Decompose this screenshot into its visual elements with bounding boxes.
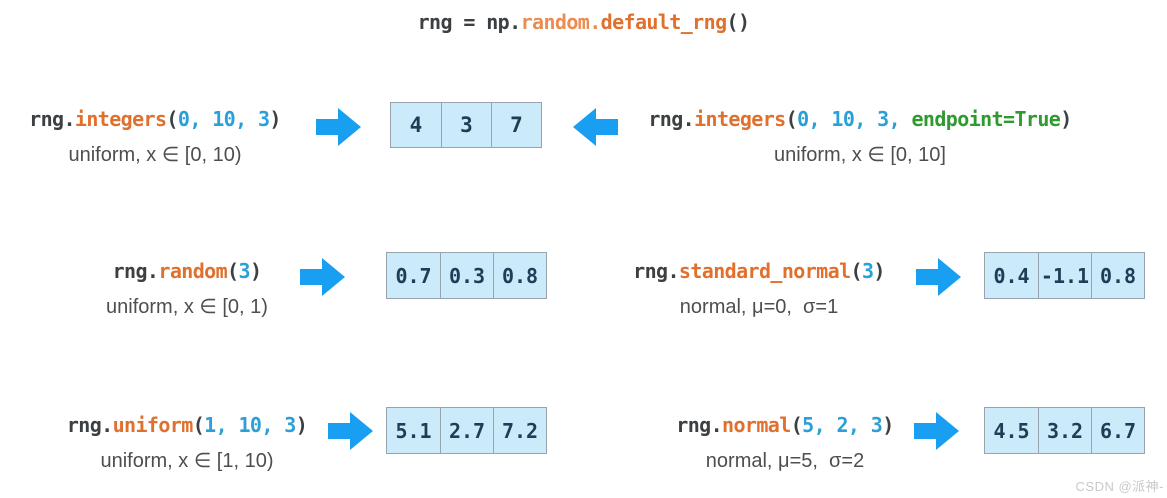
code-token-plain: ) — [269, 107, 281, 131]
code-token-num: 3 — [861, 259, 874, 283]
title-code: rng = np.random.default_rng() — [0, 9, 1167, 35]
array-cell: -1.1 — [1038, 253, 1091, 298]
row2-right-group: rng.standard_normal(3) normal, μ=0, σ=1 — [609, 258, 909, 319]
code-token-num: 1, 10, 3 — [204, 413, 296, 437]
arrow-shape — [300, 258, 345, 296]
array-cell: 4 — [409, 113, 423, 137]
row3-left-note: uniform, x ∈ [1, 10) — [100, 450, 274, 472]
array-cell: 3 — [441, 103, 491, 147]
code-token-plain: rng = np. — [417, 10, 522, 34]
array-cell: 0.8 — [1091, 253, 1144, 298]
row2-left-code: rng.random(3) — [37, 258, 337, 284]
array-cell: 3.2 — [1038, 408, 1091, 453]
code-token-plain: rng. — [29, 107, 75, 131]
code-token-plain: ( — [850, 259, 863, 283]
row1-right-note: uniform, x ∈ [0, 10] — [774, 144, 946, 166]
code-token-plain: ) — [249, 259, 262, 283]
code-token-plain: ( — [227, 259, 239, 283]
code-token-plain: ( — [790, 413, 803, 437]
row1-right-group: rng.integers(0, 10, 3, endpoint=True) un… — [630, 106, 1090, 167]
arrow-right-icon — [914, 412, 959, 450]
row3-right-code: rng.normal(5, 2, 3) — [635, 412, 935, 438]
arrow-right-icon — [328, 412, 373, 450]
code-token-num: 0, 10, 3 — [177, 107, 270, 131]
code-token-num: 5, 2, 3 — [802, 413, 883, 437]
row3-left-code: rng.uniform(1, 10, 3) — [37, 412, 337, 438]
array-cell: 0.3 — [440, 253, 493, 298]
row1-left-note: uniform, x ∈ [0, 10) — [68, 144, 242, 166]
code-token-plain: rng. — [676, 413, 723, 437]
arrow-shape — [316, 108, 361, 146]
code-token-plain: ) — [295, 413, 308, 437]
arrow-shape — [328, 412, 373, 450]
code-token-plain: ( — [192, 413, 205, 437]
array-cell: 2.7 — [440, 408, 493, 453]
arrow-left-icon — [573, 108, 618, 146]
array-cell: 4.5 — [993, 418, 1030, 443]
row3-right-group: rng.normal(5, 2, 3) normal, μ=5, σ=2 — [635, 412, 935, 473]
code-token-func: integers — [694, 107, 786, 131]
row2-right-note: normal, μ=0, σ=1 — [679, 296, 839, 318]
code-token-func: uniform — [112, 413, 194, 437]
row2-right-code: rng.standard_normal(3) — [609, 258, 909, 284]
code-token-plain: rng. — [112, 259, 159, 283]
code-token-kw: endpoint=True — [911, 107, 1061, 131]
row1-left-code: rng.integers(0, 10, 3) — [0, 106, 310, 132]
code-token-plain: ( — [785, 107, 798, 131]
code-token-func: integers — [74, 107, 167, 131]
array-cell: 6.7 — [1091, 408, 1144, 453]
array-cell: 5.1 — [395, 418, 432, 443]
array-cell: 7.2 — [493, 408, 546, 453]
code-token-func: standard_normal — [678, 259, 851, 283]
arrow-shape — [914, 412, 959, 450]
code-token-func: normal — [722, 413, 791, 437]
code-token-func: random — [158, 259, 228, 283]
row1-left-group: rng.integers(0, 10, 3) uniform, x ∈ [0, … — [0, 106, 310, 167]
row2-left-group: rng.random(3) uniform, x ∈ [0, 1) — [37, 258, 337, 319]
arrow-right-icon — [916, 258, 961, 296]
arrow-right-icon — [300, 258, 345, 296]
code-token-func: default_rng — [600, 10, 727, 34]
code-token-plain: ( — [166, 107, 178, 131]
array-cell: 0.7 — [395, 263, 432, 288]
array-cell: 0.4 — [993, 263, 1030, 288]
code-token-plain: ) — [873, 259, 885, 283]
watermark: CSDN @派神- — [1075, 479, 1164, 494]
code-token-plain: rng. — [66, 413, 113, 437]
row2-left-note: uniform, x ∈ [0, 1) — [106, 296, 268, 318]
row3-right-note: normal, μ=5, σ=2 — [705, 450, 865, 472]
code-token-num: 0, 10, 3, — [797, 107, 912, 131]
arrow-shape — [916, 258, 961, 296]
code-token-plain: ) — [1060, 107, 1072, 131]
row1-right-code: rng.integers(0, 10, 3, endpoint=True) — [630, 106, 1090, 132]
array-cell: 7 — [491, 103, 541, 147]
array-cell: 0.8 — [493, 253, 546, 298]
arrow-shape — [573, 108, 618, 146]
code-token-num: 3 — [238, 259, 250, 283]
code-token-plain: () — [726, 10, 750, 34]
code-token-plain: rng. — [648, 107, 695, 131]
code-token-func_light: random. — [520, 10, 602, 34]
code-token-plain: ) — [882, 413, 894, 437]
arrow-right-icon — [316, 108, 361, 146]
row3-left-group: rng.uniform(1, 10, 3) uniform, x ∈ [1, 1… — [37, 412, 337, 473]
code-token-plain: rng. — [633, 259, 679, 283]
